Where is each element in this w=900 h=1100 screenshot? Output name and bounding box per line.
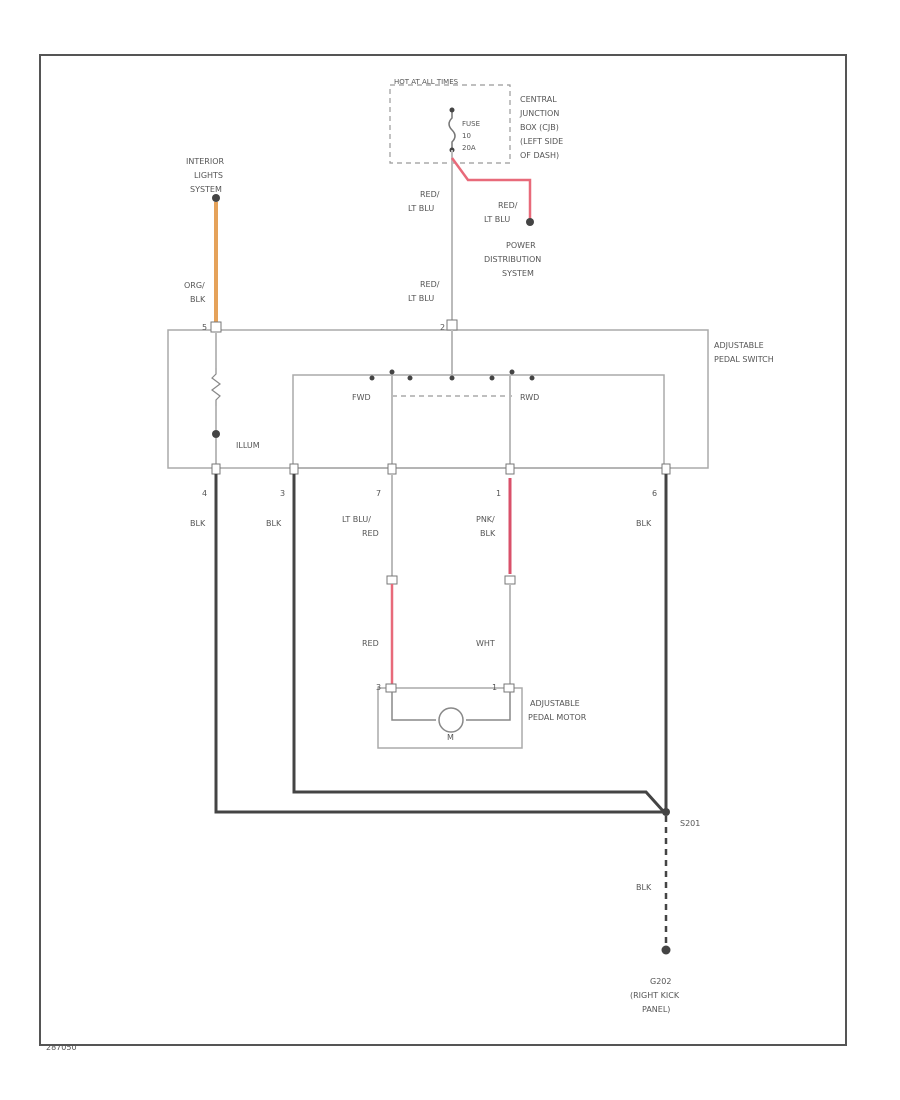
svg-text:SYSTEM: SYSTEM	[190, 185, 222, 194]
wire-label-blk-ground: BLK	[636, 883, 652, 892]
fwd-label: FWD	[352, 393, 371, 402]
illum-resistor	[211, 368, 221, 406]
inline-connector-right	[504, 575, 516, 585]
inline-connector-left	[386, 575, 398, 585]
motor-symbol-label: M	[447, 733, 454, 742]
wire-label-blk-2: BLK	[266, 519, 282, 528]
switch-contacts	[369, 369, 535, 381]
power-distribution-label: POWER DISTRIBUTION SYSTEM	[484, 241, 541, 278]
motor-symbol	[438, 707, 464, 733]
ground-label: G202 (RIGHT KICK PANEL)	[630, 977, 680, 1014]
svg-text:BLK: BLK	[190, 295, 206, 304]
ground-wire-pin3	[292, 474, 666, 814]
wire-label-red: RED	[362, 639, 379, 648]
connector-top-mid	[446, 319, 458, 331]
wire-label-red-ltblu-upper: RED/ LT BLU	[408, 190, 440, 213]
hot-at-all-times-label: HOT AT ALL TIMES	[394, 78, 459, 86]
svg-text:ORG/: ORG/	[184, 281, 205, 290]
svg-text:BOX (CJB): BOX (CJB)	[520, 123, 559, 132]
adjustable-pedal-switch-label: ADJUSTABLE PEDAL SWITCH	[714, 341, 774, 364]
pin-7: 7	[376, 489, 381, 498]
wire-label-pnk-blk: PNK/ BLK	[476, 515, 496, 538]
svg-text:FUSE: FUSE	[462, 120, 480, 128]
splice-s201	[662, 808, 670, 816]
motor-connector-right	[503, 683, 515, 693]
svg-text:OF DASH): OF DASH)	[520, 151, 559, 160]
illum-label: ILLUM	[236, 441, 260, 450]
svg-text:(RIGHT KICK: (RIGHT KICK	[630, 991, 680, 1000]
pin-top-left: 5	[202, 323, 207, 332]
adjustable-pedal-motor-label: ADJUSTABLE PEDAL MOTOR	[528, 699, 587, 722]
svg-text:RED: RED	[362, 529, 379, 538]
pin-top-mid: 2	[440, 323, 445, 332]
svg-text:RED/: RED/	[420, 190, 440, 199]
wire-label-wht: WHT	[476, 639, 495, 648]
svg-text:RED/: RED/	[420, 280, 440, 289]
svg-text:G202: G202	[650, 977, 671, 986]
svg-text:INTERIOR: INTERIOR	[186, 157, 225, 166]
wire-label-red-ltblu-lower: RED/ LT BLU	[408, 280, 440, 303]
power-distribution-terminal	[526, 218, 534, 226]
svg-text:(LEFT SIDE: (LEFT SIDE	[520, 137, 563, 146]
fuse-symbol	[448, 110, 456, 150]
pin-1: 1	[496, 489, 501, 498]
adjustable-pedal-motor-box	[377, 687, 523, 749]
pin-4: 4	[202, 489, 207, 498]
fuse-terminal-top	[449, 107, 455, 113]
splice-label: S201	[680, 819, 700, 828]
svg-text:BLK: BLK	[480, 529, 496, 538]
svg-text:PANEL): PANEL)	[642, 1005, 670, 1014]
wire-label-ltblu-red: LT BLU/ RED	[342, 515, 379, 538]
svg-text:LT BLU: LT BLU	[408, 294, 434, 303]
motor-connector-left	[385, 683, 397, 693]
svg-text:PNK/: PNK/	[476, 515, 495, 524]
ground-terminal	[661, 945, 671, 955]
switch-contacts-box	[292, 374, 665, 469]
ground-wire-pin4	[214, 474, 664, 814]
wire-label-blk-3: BLK	[636, 519, 652, 528]
central-junction-box-label: CENTRAL JUNCTION BOX (CJB) (LEFT SIDE OF…	[519, 95, 563, 160]
svg-text:20A: 20A	[462, 144, 476, 152]
wire-label-org-blk: ORG/ BLK	[184, 281, 206, 304]
diagram-frame	[39, 54, 847, 1046]
svg-text:PEDAL MOTOR: PEDAL MOTOR	[528, 713, 587, 722]
wire-label-blk-1: BLK	[190, 519, 206, 528]
svg-text:SYSTEM: SYSTEM	[502, 269, 534, 278]
rwd-label: RWD	[520, 393, 539, 402]
svg-text:PEDAL SWITCH: PEDAL SWITCH	[714, 355, 774, 364]
connector-top-left	[210, 321, 222, 333]
fuse-label: FUSE 10 20A	[462, 120, 480, 152]
svg-text:RED/: RED/	[498, 201, 518, 210]
interior-lights-terminal	[212, 194, 220, 202]
svg-text:CENTRAL: CENTRAL	[520, 95, 557, 104]
motor-pin-right: 1	[492, 683, 497, 692]
svg-text:ADJUSTABLE: ADJUSTABLE	[714, 341, 764, 350]
bottom-pin-connectors	[211, 463, 671, 475]
power-distribution-wire	[450, 157, 532, 222]
motor-circuit	[391, 692, 511, 721]
motor-pin-left: 3	[376, 683, 381, 692]
svg-text:LT BLU/: LT BLU/	[342, 515, 371, 524]
svg-text:LT BLU: LT BLU	[408, 204, 434, 213]
svg-text:LT BLU: LT BLU	[484, 215, 510, 224]
svg-text:JUNCTION: JUNCTION	[519, 109, 559, 118]
illum-lamp	[212, 430, 220, 438]
svg-text:LIGHTS: LIGHTS	[194, 171, 223, 180]
pin-6: 6	[652, 489, 657, 498]
wire-label-red-ltblu-branch: RED/ LT BLU	[484, 201, 518, 224]
pin-3: 3	[280, 489, 285, 498]
svg-text:10: 10	[462, 132, 471, 140]
svg-text:POWER: POWER	[506, 241, 536, 250]
svg-text:DISTRIBUTION: DISTRIBUTION	[484, 255, 541, 264]
interior-lights-label: INTERIOR LIGHTS SYSTEM	[186, 157, 225, 194]
figure-id: 287050	[46, 1043, 77, 1052]
svg-text:ADJUSTABLE: ADJUSTABLE	[530, 699, 580, 708]
